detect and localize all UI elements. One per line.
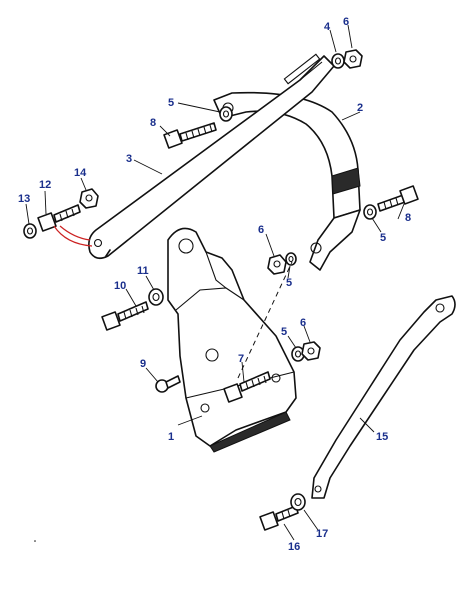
callout-6-middle: 6 <box>258 224 264 236</box>
nut-part-14 <box>79 188 99 209</box>
curved-strap-part-2 <box>213 91 361 271</box>
alignment-guide-line <box>237 261 293 379</box>
callout-2: 2 <box>357 102 363 114</box>
callout-6-top: 6 <box>343 16 349 28</box>
callout-5-middle: 5 <box>286 277 292 289</box>
washer-part-4 <box>331 53 345 69</box>
callout-15: 15 <box>376 431 388 443</box>
callout-17: 17 <box>316 528 328 540</box>
washer-part-5-upper <box>219 106 233 122</box>
callout-14: 14 <box>74 167 87 179</box>
washer-part-5-right <box>363 204 377 220</box>
washer-part-13 <box>23 223 37 239</box>
callout-5-lower: 5 <box>281 326 287 338</box>
adjusting-link-part-3 <box>88 53 335 260</box>
bolt-part-12 <box>37 204 81 232</box>
callout-5-right: 5 <box>380 232 386 244</box>
callout-13: 13 <box>18 193 30 205</box>
callout-8-right: 8 <box>405 212 411 224</box>
callout-10: 10 <box>114 280 126 292</box>
callout-4: 4 <box>324 21 331 33</box>
callout-1: 1 <box>168 431 174 443</box>
bolt-part-8-right <box>377 185 419 212</box>
nut-part-6-middle <box>267 254 287 275</box>
bolt-part-10 <box>101 301 149 331</box>
callout-11: 11 <box>137 265 149 277</box>
nut-part-6-top <box>343 49 363 69</box>
washer-part-5-lower <box>291 346 305 362</box>
bolt-part-8-upper <box>163 122 217 149</box>
callout-12: 12 <box>39 179 51 191</box>
stray-dot <box>34 540 36 542</box>
callout-5-upper: 5 <box>168 97 174 109</box>
mounting-bracket-part-1 <box>167 227 297 453</box>
leader-lines <box>25 24 405 541</box>
callout-16: 16 <box>288 541 300 553</box>
callout-6-lower: 6 <box>300 317 306 329</box>
assembly-indicator-arrow <box>53 225 93 247</box>
callout-7: 7 <box>238 353 244 365</box>
callout-9: 9 <box>140 358 146 370</box>
nut-part-6-lower <box>301 341 321 361</box>
stay-rod-part-15 <box>311 295 456 499</box>
washer-part-17 <box>290 493 306 511</box>
bolt-part-16 <box>259 505 299 531</box>
screw-part-9 <box>155 375 181 393</box>
callout-8-upper: 8 <box>150 117 156 129</box>
bolt-part-7 <box>223 371 271 403</box>
callout-3: 3 <box>126 153 132 165</box>
washer-part-11 <box>148 288 164 306</box>
washer-part-5-middle <box>285 252 297 266</box>
